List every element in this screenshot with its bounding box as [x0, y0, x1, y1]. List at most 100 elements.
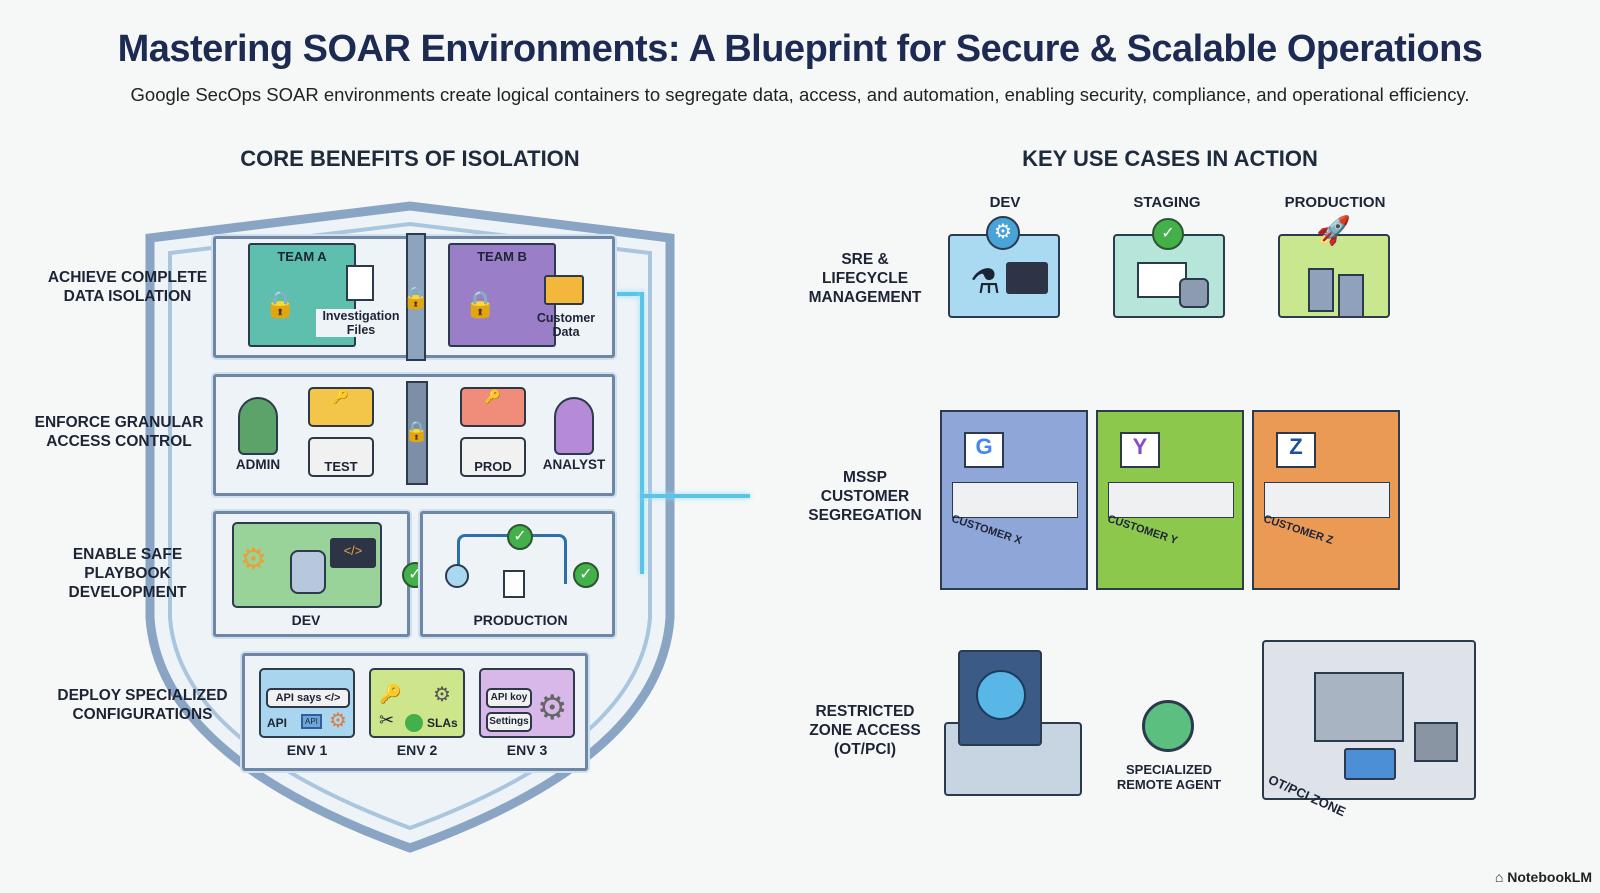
divider-door [406, 381, 428, 485]
investigation-files-label: Investigation Files [316, 309, 406, 337]
stage-dev-label: DEV [989, 194, 1021, 211]
dev-label: DEV [291, 612, 321, 628]
page-subtitle: Google SecOps SOAR environments create l… [130, 84, 1470, 105]
team-b-label: TEAM B [477, 249, 527, 264]
flask-icon: ⚗ [970, 263, 1001, 301]
connector-line [612, 292, 642, 296]
brand-icon: ⌂ [1494, 869, 1508, 885]
slas-label: SLAs [427, 716, 458, 730]
use-case-label-mssp: MSSP CUSTOMER SEGREGATION [808, 469, 922, 524]
env1-label: ENV 1 [286, 742, 328, 758]
api-icon: API [301, 714, 322, 729]
customer-z-logo: Z [1276, 432, 1316, 468]
database-icon [1179, 278, 1209, 308]
api-label: API [267, 716, 288, 730]
team-a-label: TEAM A [277, 249, 327, 264]
check-icon: ✓ [573, 562, 599, 588]
file-icon [346, 265, 374, 301]
office-floor [952, 482, 1078, 518]
production-stage-tile [1278, 234, 1390, 318]
configurations-panel: API says </> API API ⚙ ENV 1 🔑 ⚙ ✂ SLAs … [242, 653, 588, 771]
lock-icon: 🔒 [464, 289, 497, 319]
production-label: PRODUCTION [473, 612, 568, 628]
server-icon [1338, 274, 1364, 318]
analyst-avatar [554, 397, 594, 455]
divider-wall [406, 233, 426, 361]
api-key-label: API koy [486, 688, 532, 708]
ot-pci-zone [1262, 640, 1476, 800]
dev-panel: ⚙ </> DEV ✓ [213, 511, 428, 637]
globe-icon [976, 670, 1026, 720]
env2-label: ENV 2 [396, 742, 438, 758]
use-case-label-restricted: RESTRICTED ZONE ACCESS (OT/PCI) [809, 703, 921, 758]
customer-y-building: Y CUSTOMER Y [1096, 410, 1244, 590]
gear-icon: ⚙ [537, 689, 568, 727]
brand-label: NotebookLM [1507, 869, 1592, 885]
analyst-label: ANALYST [542, 457, 606, 472]
prod-label: PROD [474, 459, 512, 474]
test-label: TEST [324, 459, 358, 474]
benefit-label-access-control: ENFORCE GRANULAR ACCESS CONTROL [34, 414, 204, 450]
lock-icon: 🔒 [264, 289, 297, 319]
env3-label: ENV 3 [506, 742, 548, 758]
production-panel: ✓ ✓ PRODUCTION [420, 511, 615, 637]
settings-label: Settings [486, 712, 532, 732]
customer-data-label: Customer Data [536, 311, 596, 339]
customer-x-logo: G [964, 432, 1004, 468]
code-icon: </> [330, 538, 376, 568]
connector-line [640, 494, 750, 498]
use-case-label-sre: SRE & LIFECYCLE MANAGEMENT [808, 251, 922, 306]
remote-agent-icon [1142, 700, 1194, 752]
team-b-vault: TEAM B 🔒 [448, 243, 556, 347]
document-icon [503, 570, 525, 598]
staging-stage-tile [1113, 234, 1225, 318]
lock-icon: 🔒 [404, 421, 429, 443]
prod-card[interactable]: PROD [460, 437, 526, 477]
pos-terminal-icon [1414, 722, 1458, 762]
monitor-icon [958, 650, 1042, 746]
connector-line [640, 292, 644, 574]
check-icon: ✓ [507, 524, 533, 550]
check-icon: ✓ [1152, 218, 1184, 250]
server-icon [1308, 268, 1334, 312]
remote-agent-label: SPECIALIZED REMOTE AGENT [1116, 762, 1222, 792]
customer-z-label: CUSTOMER Z [1261, 513, 1335, 547]
customer-x-building: G CUSTOMER X [940, 410, 1088, 590]
factory-icon [1314, 672, 1404, 742]
admin-label: ADMIN [235, 457, 281, 472]
test-card[interactable]: TEST [308, 437, 374, 477]
robot-icon [290, 550, 326, 594]
benefit-label-playbook: ENABLE SAFE PLAYBOOK DEVELOPMENT [68, 546, 187, 601]
folder-icon [544, 275, 584, 305]
tools-icon: ✂ [379, 710, 395, 730]
benefit-label-configurations: DEPLOY SPECIALIZED CONFIGURATIONS [57, 687, 228, 723]
gear-icon: ⚙ [240, 543, 267, 576]
key-card-icon: 🔑 [308, 387, 374, 427]
dashboard-icon [1137, 262, 1187, 298]
env1-window: API says </> API API ⚙ [259, 668, 355, 738]
use-cases-heading: KEY USE CASES IN ACTION [1022, 146, 1318, 171]
monitor-icon [1006, 262, 1048, 294]
api-says-label: API says [275, 692, 322, 704]
benefit-label-data-isolation: ACHIEVE COMPLETE DATA ISOLATION [47, 269, 208, 305]
env2-window: 🔑 ⚙ ✂ SLAs [369, 668, 465, 738]
customer-z-building: Z CUSTOMER Z [1252, 410, 1400, 590]
access-control-panel: ADMIN 🔑 TEST 🔒 🔑 PROD ANALYST [213, 374, 615, 496]
notebooklm-brand: ⌂ NotebookLM [1495, 869, 1592, 885]
page-title: Mastering SOAR Environments: A Blueprint… [117, 28, 1483, 70]
gear-icon: ⚙ [986, 216, 1020, 250]
customer-x-label: CUSTOMER X [949, 512, 1024, 548]
customer-y-label: CUSTOMER Y [1105, 513, 1180, 547]
rocket-icon: 🚀 [1316, 215, 1351, 246]
gear-icon: ⚙ [433, 684, 451, 706]
dev-window: ⚙ </> [232, 522, 382, 608]
check-icon [405, 714, 423, 732]
stage-production-label: PRODUCTION [1284, 194, 1386, 211]
code-label: </> [324, 692, 341, 704]
key-icon: 🔑 [379, 684, 402, 704]
credit-card-icon [1344, 748, 1396, 780]
workflow-node [445, 564, 469, 588]
stage-staging-label: STAGING [1133, 194, 1201, 211]
office-floor [1264, 482, 1390, 518]
core-benefits-heading: CORE BENEFITS OF ISOLATION [240, 146, 580, 171]
